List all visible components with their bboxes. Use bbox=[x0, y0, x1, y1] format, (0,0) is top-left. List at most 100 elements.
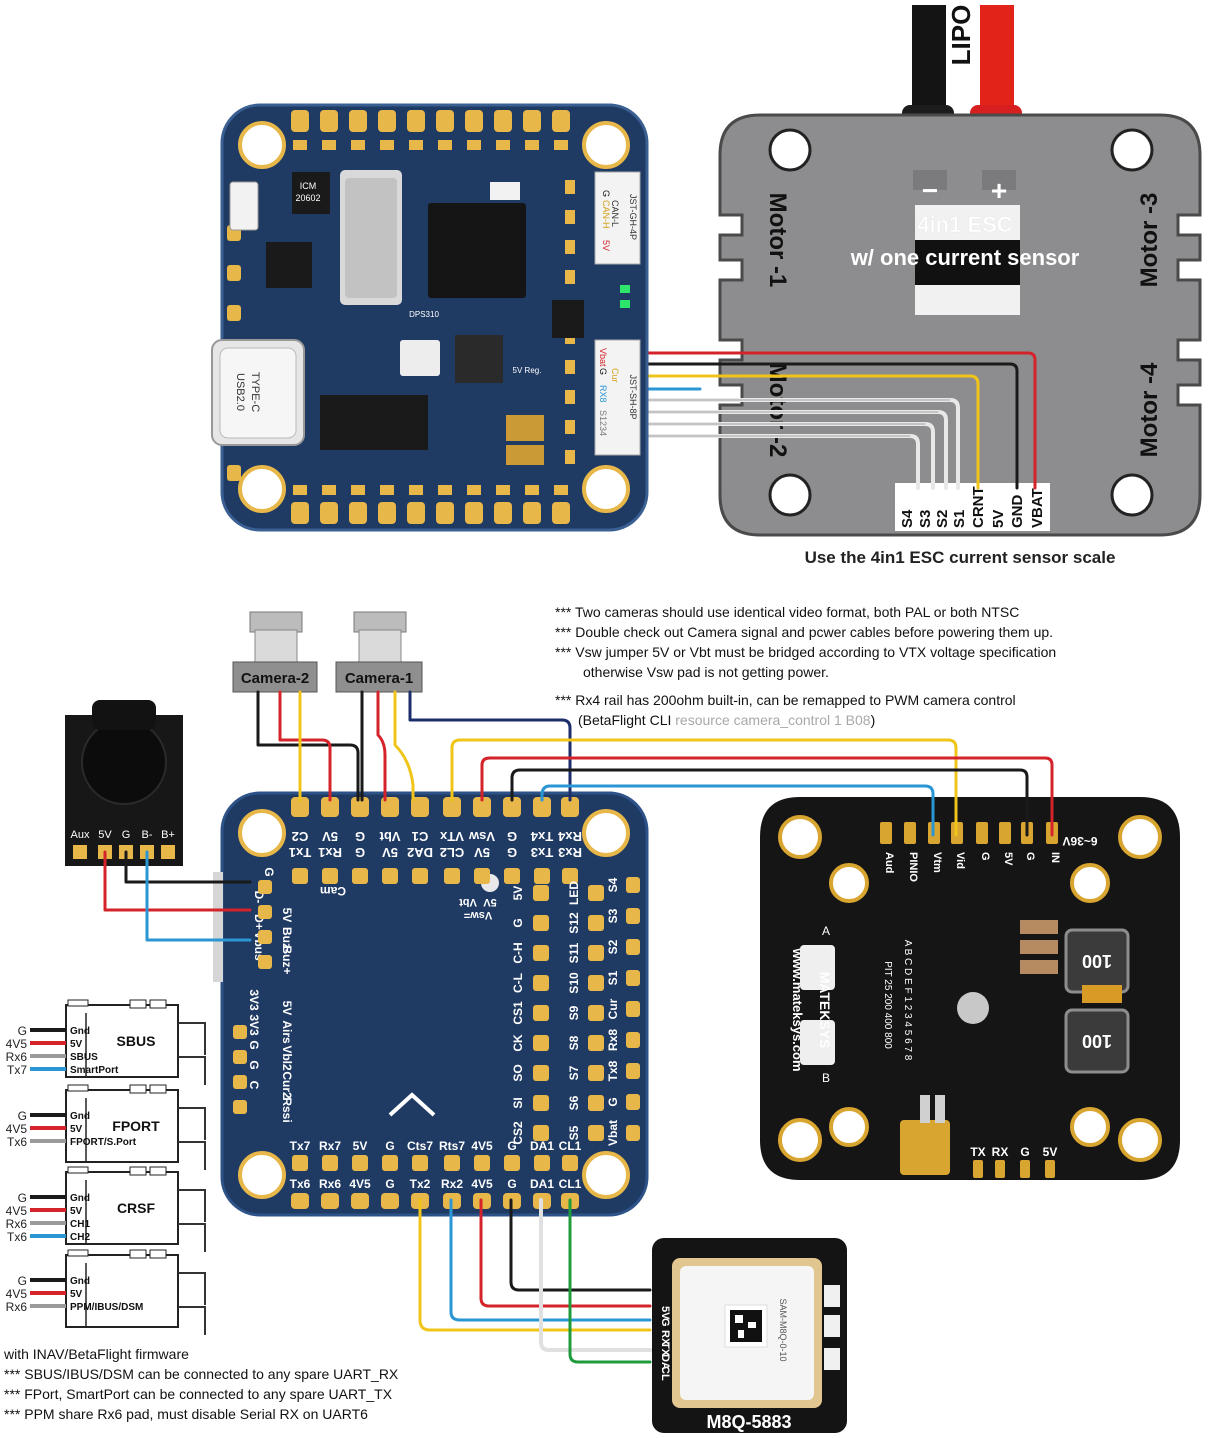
bottom-note-fport: *** FPort, SmartPort can be connected to… bbox=[4, 1386, 393, 1402]
fc-right-a-label-8: S5 bbox=[567, 1125, 581, 1140]
top-fc-pad-small bbox=[525, 140, 539, 150]
fc-pad-label-top-5: VTx bbox=[439, 829, 464, 844]
can-l-label: CAN-L bbox=[610, 200, 620, 227]
fc-pad-bottom-inner bbox=[352, 1155, 368, 1171]
fc-right-b-label-4: Cur bbox=[606, 998, 620, 1019]
fc-left-label-8: 5V bbox=[280, 1001, 294, 1016]
fc-left-label-5: 3V3 bbox=[247, 989, 261, 1011]
receiver-3-pin-1: 5V bbox=[70, 1206, 83, 1217]
fc-pad-right-a bbox=[588, 1065, 604, 1081]
pdb-top-pin-label-6: G bbox=[1024, 852, 1036, 861]
fc-pad-bottom-inner bbox=[292, 1155, 308, 1171]
buzzer-pin-5v: 5V bbox=[98, 829, 112, 841]
buzzer-pin-bplus: B+ bbox=[161, 829, 175, 841]
fc-bottom-inner-label-7: G bbox=[507, 1139, 516, 1153]
esc-title: 4in1 ESC bbox=[917, 212, 1012, 237]
top-fc-pad bbox=[349, 110, 367, 132]
fc-left2-label-0: 3V3 bbox=[247, 1014, 261, 1036]
gps-pin-label-0: 5V bbox=[659, 1306, 671, 1320]
fc-pad-bottom bbox=[381, 1193, 399, 1209]
pdb-a-label: A bbox=[822, 924, 830, 938]
top-fc-pad-small bbox=[496, 140, 510, 150]
top-fc-pad bbox=[436, 502, 454, 524]
jst8-vbat-label: Vbat bbox=[598, 348, 608, 367]
fc-pad-right-b bbox=[626, 939, 640, 955]
fc-pad-left2 bbox=[233, 1075, 247, 1089]
fc-right-a-label-2: S11 bbox=[567, 942, 581, 963]
top-fc-pad bbox=[465, 110, 483, 132]
fc-pad-label-inner-6: 5V bbox=[474, 845, 490, 860]
bottom-note-sbus: *** SBUS/IBUS/DSM can be connected to an… bbox=[4, 1366, 399, 1382]
top-fc-pad-small bbox=[293, 485, 307, 495]
fc-right-a-label-7: S6 bbox=[567, 1095, 581, 1110]
top-fc-pad-side bbox=[565, 270, 575, 284]
receiver-4-side-2: Rx6 bbox=[6, 1300, 28, 1314]
fc-mid-label-5: CK bbox=[511, 1034, 525, 1052]
pdb-top-pad bbox=[880, 822, 892, 844]
fc-pad-top bbox=[351, 797, 369, 817]
buzzer-pin-g: G bbox=[122, 829, 131, 841]
fc-bottom-outer-label-4: Tx2 bbox=[410, 1177, 431, 1191]
fc-pad-mid bbox=[533, 945, 549, 961]
fc-jumper-5v: 5V bbox=[483, 896, 497, 908]
fc-pad-label-top-9: Rx4 bbox=[557, 829, 582, 844]
fc-pad-right-a bbox=[588, 1095, 604, 1111]
top-fc-pad-small bbox=[380, 140, 394, 150]
pdb-pit: PIT 25 200 400 800 bbox=[882, 961, 893, 1049]
pdb-url: www.mateksys.com bbox=[790, 947, 805, 1071]
motor-1-label: Motor -1 bbox=[764, 193, 791, 288]
jst8-rx8-label: RX8 bbox=[598, 385, 608, 403]
fc-bottom-inner-label-6: 4V5 bbox=[471, 1139, 493, 1153]
fc-pad-label-top-3: Vbt bbox=[379, 829, 401, 844]
motor-4-label: Motor -4 bbox=[1136, 362, 1163, 457]
fc-pad-right-b bbox=[626, 1063, 640, 1079]
esc-pin-labels: S4 S3 S2 S1 CRNT 5V GND VBAT bbox=[899, 486, 1046, 528]
fc-right-b-label-7: G bbox=[606, 1097, 620, 1106]
esc-subtitle: w/ one current sensor bbox=[850, 245, 1080, 270]
camera-2-label: Camera-2 bbox=[241, 670, 309, 687]
fc-pad-top bbox=[443, 797, 461, 817]
fc-bottom-outer-label-3: G bbox=[385, 1177, 394, 1191]
fc-pad-top bbox=[473, 797, 491, 817]
note-cli-suffix: ) bbox=[870, 712, 876, 728]
esc-pin-vbat: VBAT bbox=[1029, 488, 1046, 528]
receiver-1-side-1: 4V5 bbox=[6, 1037, 28, 1051]
fc-pad-label-top-8: Tx4 bbox=[530, 829, 553, 844]
top-fc-pad-left bbox=[227, 465, 241, 481]
jst8-s1234-label: S1234 bbox=[598, 410, 608, 436]
fc-pad-right-b bbox=[626, 877, 640, 893]
top-fc-pad bbox=[523, 502, 541, 524]
fc-bottom-outer-label-8: DA1 bbox=[530, 1177, 554, 1191]
fc-mid-label-4: CS1 bbox=[511, 1001, 525, 1025]
fc-pad-left bbox=[258, 955, 272, 969]
esc-plus-label: + bbox=[991, 175, 1007, 206]
top-fc-pad-small bbox=[409, 485, 423, 495]
fc-right-a-label-3: S10 bbox=[567, 972, 581, 994]
fc-left-label-9: Airs bbox=[280, 1020, 294, 1044]
fc-pad-mid bbox=[533, 885, 549, 901]
fc-pad-right-b bbox=[626, 1094, 640, 1110]
fc-mid-label-2: C-H bbox=[511, 942, 525, 963]
pdb-top-pad bbox=[976, 822, 988, 844]
top-fc-pad bbox=[465, 502, 483, 524]
top-fc-pad-small bbox=[351, 485, 365, 495]
fc-pad-label-top-2: G bbox=[355, 829, 365, 844]
esc-pin-s3: S3 bbox=[917, 510, 934, 528]
fc-pad-inner bbox=[352, 868, 368, 884]
receiver-4-pin-1: 5V bbox=[70, 1289, 83, 1300]
top-fc-pad bbox=[291, 110, 309, 132]
fc-pad-bottom-inner bbox=[382, 1155, 398, 1171]
pdb-voltage: 6~36V bbox=[1062, 834, 1097, 848]
top-fc-pad bbox=[320, 502, 338, 524]
top-fc-pad-small bbox=[554, 485, 568, 495]
fc-jumper-vsw: Vsw= bbox=[464, 909, 492, 921]
fc-right-b-label-6: Tx8 bbox=[606, 1060, 620, 1081]
fc-bottom-inner-label-1: Rx7 bbox=[319, 1139, 341, 1153]
receiver-3-pin-0: Gnd bbox=[70, 1193, 90, 1204]
top-fc-pad bbox=[378, 110, 396, 132]
receiver-4-side-1: 4V5 bbox=[6, 1287, 28, 1301]
receiver-1-side-0: G bbox=[18, 1024, 27, 1038]
